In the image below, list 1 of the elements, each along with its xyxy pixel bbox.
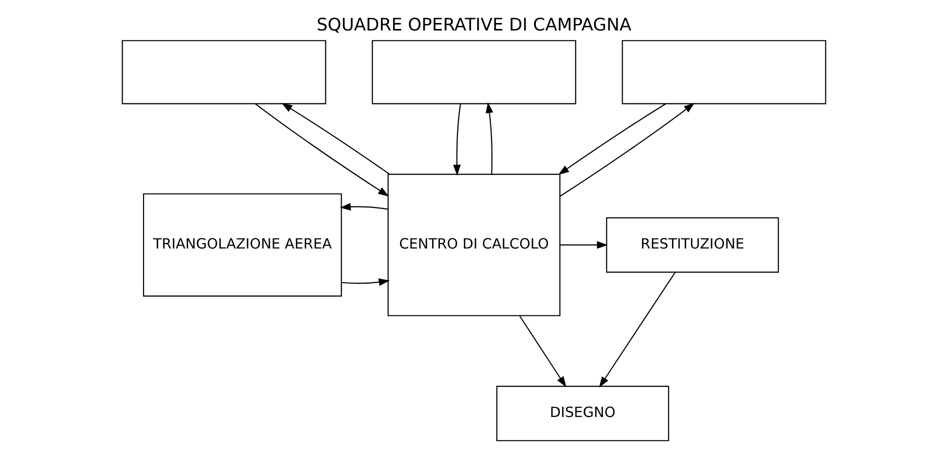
diagram-title: SQUADRE OPERATIVE DI CAMPAGNA	[316, 16, 631, 36]
